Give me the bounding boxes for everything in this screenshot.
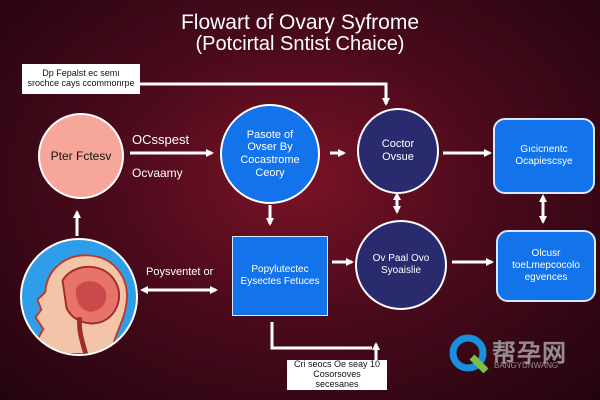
page-subtitle: (Potcirtal Sntist Chaice) bbox=[195, 33, 405, 55]
watermark-text: 帮孕网 bbox=[492, 340, 567, 367]
page-title: Flowart of Ovary Syfrome bbox=[180, 11, 420, 34]
label-poysventet: Poysventet or bbox=[146, 266, 214, 278]
node-blue-circle-label: Pasote of Ovser By Cocastrome Ceory bbox=[240, 128, 300, 179]
node-right-top-label: Gıcicnentc Ocapiescsye bbox=[515, 144, 573, 167]
node-pink-label: Pter Fctesv bbox=[50, 149, 112, 163]
watermark-q-logo bbox=[449, 334, 489, 373]
node-square: Popylutectec Eysectes Fetuces bbox=[232, 236, 328, 316]
node-right-top: Gıcicnentc Ocapiescsye bbox=[493, 118, 595, 194]
head-profile-icon bbox=[28, 254, 128, 354]
note-bottom: Cri seocs Oe seay 10 Cosorsoves secesane… bbox=[287, 359, 387, 390]
node-square-label: Popylutectec Eysectes Fetuces bbox=[240, 263, 320, 288]
arrow-top-connector bbox=[140, 82, 390, 106]
node-navy-bottom: Ov Paal Ovo Syoaislie bbox=[355, 220, 447, 310]
label-ocsspest: OCsspest bbox=[132, 132, 190, 147]
head-illustration bbox=[20, 238, 138, 356]
label-ocvaamy: Ocvaamy bbox=[132, 166, 183, 180]
node-blue-circle: Pasote of Ovser By Cocastrome Ceory bbox=[220, 104, 320, 204]
note-top-left: Dp Fepalst ec semı srochce cays ccommonr… bbox=[22, 64, 140, 94]
node-right-bottom-label: Olcusr toeLmepcocolo egvences bbox=[512, 248, 580, 283]
node-navy-top-label: Coctor Ovsue bbox=[381, 137, 415, 163]
node-navy-bottom-label: Ov Paal Ovo Syoaislie bbox=[372, 252, 430, 277]
node-pink: Pter Fctesv bbox=[38, 113, 124, 199]
arrow-square-to-note bbox=[270, 322, 372, 350]
watermark: 帮孕网 BANGYUNWANG bbox=[448, 333, 578, 373]
watermark-sub: BANGYUNWANG bbox=[494, 361, 559, 370]
node-navy-top: Coctor Ovsue bbox=[357, 108, 439, 194]
node-right-bottom: Olcusr toeLmepcocolo egvences bbox=[496, 230, 596, 302]
